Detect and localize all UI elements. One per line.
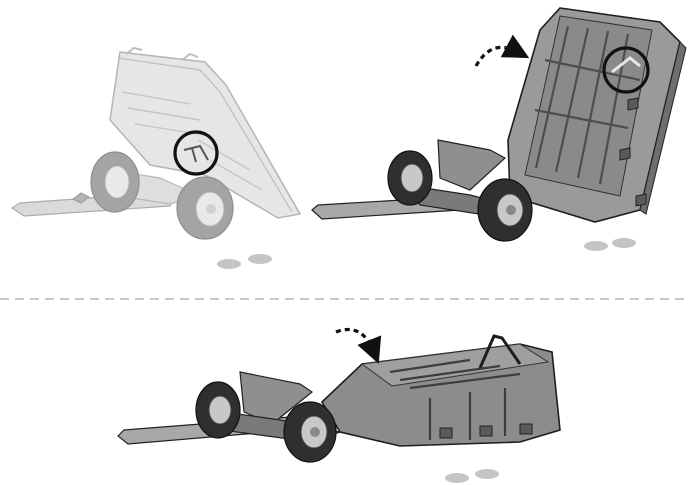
step-2-bed-side-lip (639, 41, 687, 215)
step-3-bed-ribs (389, 358, 521, 440)
step-2-bed-clips (619, 97, 647, 207)
step-2-front-wheel (477, 178, 533, 242)
step-3-bed-top (360, 343, 550, 387)
step-2-highlight-detail (611, 56, 641, 74)
step-3-bed-clips (439, 423, 533, 439)
step-3-curved-arrow-icon (335, 327, 382, 364)
step-3-front-wheel (283, 401, 337, 463)
step-2-cart (311, 7, 687, 242)
step-1-circle-highlight-icon (173, 130, 219, 176)
step-1-bed-ribs (121, 91, 263, 191)
step-2-rear-wheel (387, 150, 433, 206)
step-2-front-panel (437, 139, 507, 191)
step-1-highlight-detail (183, 144, 209, 163)
footprints-icon (217, 238, 636, 269)
step-1-rear-wheel (90, 151, 140, 213)
step-1-bed-brackets (125, 46, 199, 61)
step-1-bed-rim (117, 57, 293, 213)
step-3-handle (478, 334, 522, 369)
step-1-hitch-pin (72, 192, 90, 204)
step-2-bed-ribs (534, 25, 641, 185)
step-3-front-panel (239, 371, 314, 425)
step-3-rear-wheel (195, 381, 241, 439)
step-1-tilted-cart (10, 46, 302, 240)
step-2-curved-arrow-icon (474, 34, 530, 67)
step-2-circle-highlight-icon (602, 46, 650, 94)
step-1-front-wheel (176, 176, 234, 240)
footprints-icon-bottom (445, 469, 499, 483)
step-3-cart (117, 334, 561, 463)
